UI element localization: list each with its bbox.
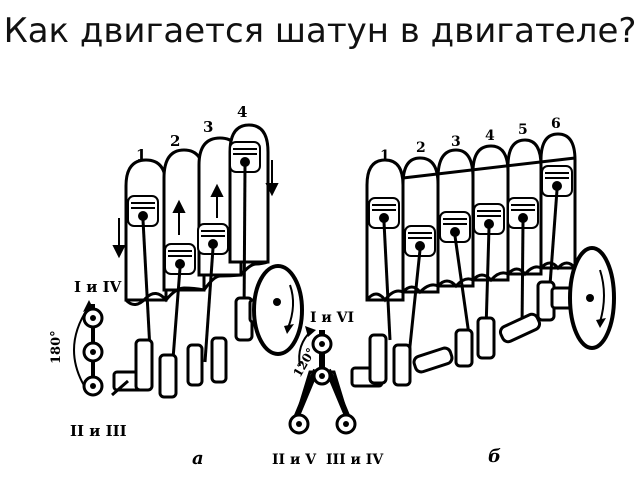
right-firing-order-diagram xyxy=(288,326,357,435)
left-firing-order-diagram xyxy=(73,300,104,397)
right-engine: 1 2 3 4 5 6 I и VI II и V III и IV 120° … xyxy=(272,116,616,468)
right-firing-right-label: III и IV xyxy=(326,452,384,468)
left-cylinder-block xyxy=(124,123,270,306)
left-angle-label: 180° xyxy=(49,330,64,364)
cylinder-number: 1 xyxy=(380,148,390,164)
right-flywheel xyxy=(568,246,616,350)
cylinder-number: 4 xyxy=(485,128,495,144)
cylinder-number: 6 xyxy=(551,116,561,132)
right-firing-top-label: I и VI xyxy=(310,310,354,326)
cylinder-number: 1 xyxy=(136,146,146,164)
left-cylinder-numbers: 1 2 3 4 xyxy=(136,103,247,164)
left-flywheel xyxy=(252,264,304,356)
cylinder-number: 3 xyxy=(451,134,461,150)
left-firing-top-label: I и IV xyxy=(74,278,122,296)
cylinder-number: 2 xyxy=(170,132,180,150)
title-area: Как двигается шатун в двигателе? xyxy=(0,0,640,92)
right-crankshaft xyxy=(350,280,586,388)
right-firing-left-label: II и V xyxy=(272,452,317,468)
right-cylinder-numbers: 1 2 3 4 5 6 xyxy=(380,116,561,164)
cylinder-number: 3 xyxy=(203,118,213,136)
cylinder-number: 4 xyxy=(237,103,247,121)
left-caption: а xyxy=(192,448,204,469)
cylinder-number: 2 xyxy=(416,140,426,156)
page-title: Как двигается шатун в двигателе? xyxy=(3,11,637,51)
left-engine: 1 2 3 4 I и IV II и III 180° а xyxy=(49,103,304,469)
cylinder-number: 5 xyxy=(518,122,528,138)
right-caption: б xyxy=(488,446,501,467)
left-direction-arrows xyxy=(112,160,279,259)
left-firing-bottom-label: II и III xyxy=(70,422,127,440)
